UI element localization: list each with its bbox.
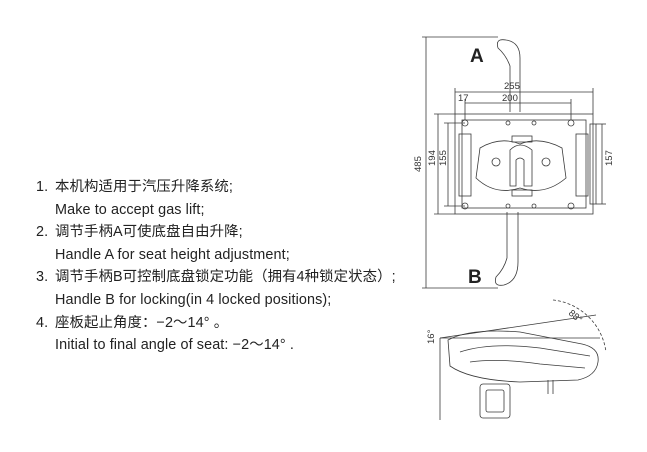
edge-rail	[589, 123, 597, 205]
side-view-bracket-inner	[485, 389, 505, 413]
dim-155-label: 155	[438, 150, 449, 166]
spec-text-zh: 座板起止角度：−2～14° 。	[55, 314, 229, 331]
handle-b-label: B	[468, 267, 482, 288]
mounting-hole	[567, 202, 575, 210]
dim-485-label: 485	[413, 156, 424, 172]
tilt-angle-label: 16°	[426, 329, 437, 344]
handle-a-outline	[496, 39, 521, 112]
lift-mechanism	[475, 140, 567, 191]
side-rib-left	[458, 133, 472, 197]
dim-200-label: 200	[502, 93, 518, 104]
mounting-hole	[505, 120, 511, 126]
mounting-hole	[531, 203, 537, 209]
base-plate	[454, 113, 594, 215]
side-view-detail	[459, 345, 591, 357]
dim-157-label: 157	[604, 150, 615, 166]
spec-number: 2.	[36, 224, 49, 241]
side-view-bracket	[479, 383, 511, 419]
dim-194-label: 194	[427, 150, 438, 166]
rivet	[491, 157, 501, 167]
bracket	[511, 135, 533, 143]
dim-17-label: 17	[458, 93, 469, 104]
rivet	[541, 157, 551, 167]
mounting-hole	[531, 120, 537, 126]
spec-item-4: 4. 座板起止角度：−2～14° 。 Initial to final angl…	[36, 312, 396, 357]
side-rib-right	[575, 133, 589, 197]
spec-text-zh: 调节手柄B可控制底盘锁定功能（拥有4种锁定状态）;	[55, 269, 396, 286]
spec-text-zh: 本机构适用于汽压升降系统;	[55, 179, 233, 195]
spec-number: 1.	[36, 179, 49, 195]
swing-arc	[552, 299, 607, 353]
spec-text-zh: 调节手柄A可使底盘自由升降;	[55, 224, 243, 241]
spec-text-en: Handle A for seat height adjustment;	[55, 246, 290, 263]
handle-a-label: A	[470, 46, 484, 67]
spec-item-3: 3. 调节手柄B可控制底盘锁定功能（拥有4种锁定状态）; Handle B fo…	[36, 266, 396, 311]
base-plate-inner	[461, 119, 587, 209]
spec-list: 1. 本机构适用于汽压升降系统; Make to accept gas lift…	[36, 176, 396, 357]
spec-text-en: Make to accept gas lift;	[55, 201, 205, 218]
dim-255-label: 255	[504, 81, 520, 92]
handle-b-outline	[494, 212, 519, 286]
spec-item-1: 1. 本机构适用于汽压升降系统; Make to accept gas lift…	[36, 176, 396, 221]
spec-item-2: 2. 调节手柄A可使底盘自由升降; Handle A for seat heig…	[36, 221, 396, 266]
mounting-hole	[567, 119, 575, 127]
spec-number: 4.	[36, 314, 49, 331]
spring-housing	[509, 144, 533, 187]
side-view-body	[447, 330, 599, 383]
bracket	[511, 189, 533, 197]
seat-tilt-line	[439, 314, 597, 339]
spec-number: 3.	[36, 269, 49, 286]
side-view-detail	[469, 360, 586, 369]
spec-text-en: Handle B for locking(in 4 locked positio…	[55, 291, 332, 308]
spec-text-en: Initial to final angle of seat: −2～14° .	[55, 337, 294, 354]
mounting-hole	[505, 203, 511, 209]
